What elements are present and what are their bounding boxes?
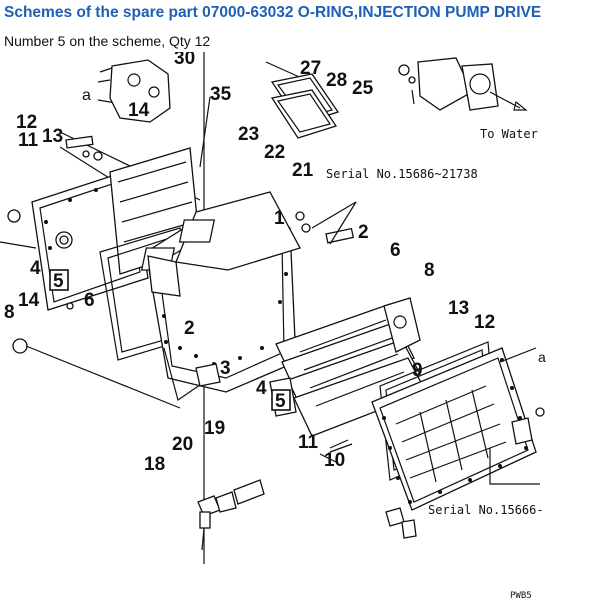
callout-5-left: 5 (53, 271, 64, 292)
callout-5-box-left (49, 269, 69, 291)
scheme-lines (0, 52, 545, 564)
callout-13-left: 13 (42, 126, 63, 147)
callout-25: 25 (352, 78, 374, 99)
callout-numbers: 30 27 28 25 35 a 14 12 11 13 23 22 21 1 … (4, 52, 546, 475)
part-info: Number 5 on the scheme, Qty 12 (4, 33, 211, 49)
callout-4-left: 4 (30, 258, 41, 279)
drawing-code: PWB5 (510, 591, 532, 600)
callout-8-left: 8 (4, 302, 15, 323)
callout-5-center: 5 (275, 391, 286, 412)
callout-3: 3 (220, 358, 231, 379)
callout-2-center: 2 (184, 318, 195, 339)
parts-scheme: 30 27 28 25 35 a 14 12 11 13 23 22 21 1 … (0, 52, 546, 600)
callout-30: 30 (174, 52, 195, 69)
callout-35: 35 (210, 84, 232, 105)
callout-9: 9 (412, 360, 423, 381)
callout-11-left: 11 (18, 130, 39, 151)
serial-range-label: Serial No.15686~21738 (326, 167, 478, 181)
callout-21: 21 (292, 160, 314, 181)
page-title: Schemes of the spare part 07000-63032 O-… (4, 4, 542, 21)
callout-13-right: 13 (448, 298, 469, 319)
callout-14-left: 14 (18, 290, 40, 311)
callout-18: 18 (144, 454, 165, 475)
callout-28: 28 (326, 70, 347, 91)
to-water-label: To Water (480, 127, 538, 141)
callout-2-right: 2 (358, 222, 369, 243)
callout-22: 22 (264, 142, 285, 163)
callout-10: 10 (324, 450, 345, 471)
callout-1: 1 (274, 208, 285, 229)
callout-20: 20 (172, 434, 193, 455)
scheme-labels: To Water Serial No.15686~21738 Serial No… (326, 127, 544, 600)
callout-5-box-center (271, 389, 291, 411)
callout-6-left: 6 (84, 290, 95, 311)
callout-12-right: 12 (474, 312, 495, 333)
callout-12-left: 12 (16, 112, 37, 133)
callout-11-center: 11 (298, 432, 319, 453)
callout-14-top: 14 (128, 100, 150, 121)
callout-27: 27 (300, 58, 321, 79)
callout-a-top: a (82, 87, 91, 104)
callout-19: 19 (204, 418, 225, 439)
callout-23: 23 (238, 124, 259, 145)
serial-from-label: Serial No.15666- (428, 503, 544, 517)
callout-a-right: a (538, 349, 546, 365)
callout-8-right: 8 (424, 260, 435, 281)
callout-6-right: 6 (390, 240, 401, 261)
callout-4-center: 4 (256, 378, 267, 399)
